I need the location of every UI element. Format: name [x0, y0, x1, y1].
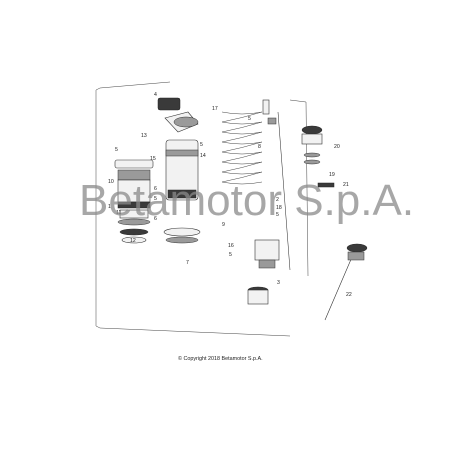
- part-label-5d: 5: [154, 196, 157, 202]
- part-label-7: 7: [186, 260, 189, 266]
- top-mount-assembly: [157, 97, 199, 133]
- part-label-17: 17: [212, 106, 218, 112]
- part-label-4: 4: [154, 92, 157, 98]
- part-label-8: 8: [258, 144, 261, 150]
- part-label-12: 12: [130, 238, 136, 244]
- part-label-6: 6: [154, 186, 157, 192]
- part-label-19: 19: [329, 172, 335, 178]
- part-label-10: 10: [108, 179, 114, 185]
- coil-spring: [221, 111, 263, 185]
- piston-stack: [301, 125, 335, 188]
- shaft-rod: [324, 243, 368, 321]
- part-label-16: 16: [228, 243, 234, 249]
- lower-clevis: [247, 239, 280, 305]
- part-label-5: 5: [115, 147, 118, 153]
- part-label-14: 14: [200, 153, 206, 159]
- part-label-1: 1: [108, 204, 111, 210]
- part-label-5c: 5: [248, 116, 251, 122]
- frame-bracket-lines: [95, 81, 309, 337]
- part-label-20: 20: [334, 144, 340, 150]
- damper-rod: [262, 99, 291, 271]
- part-label-6b: 6: [154, 216, 157, 222]
- part-label-5b: 5: [200, 142, 203, 148]
- copyright-text: © Copyright 2018 Betamotor S.p.A.: [178, 355, 263, 362]
- part-label-15: 15: [150, 156, 156, 162]
- part-label-2: 2: [276, 197, 279, 203]
- part-label-11: 11: [116, 210, 121, 216]
- shock-body: [163, 139, 201, 244]
- part-label-13: 13: [141, 133, 147, 139]
- reservoir-assembly: [114, 159, 154, 244]
- part-label-5e: 5: [229, 252, 232, 258]
- watermark-text: Betamotor S.p.A.: [79, 176, 414, 225]
- part-label-18: 18: [276, 205, 282, 211]
- part-label-21: 21: [343, 182, 349, 188]
- part-label-5f: 5: [276, 212, 279, 218]
- part-label-3: 3: [277, 280, 280, 286]
- part-label-9: 9: [222, 222, 225, 228]
- part-number-labels: 4 13 5 15 5 14 17 5 8 10 6 5 1 11 6 12 9…: [108, 92, 352, 298]
- part-label-22: 22: [346, 292, 352, 298]
